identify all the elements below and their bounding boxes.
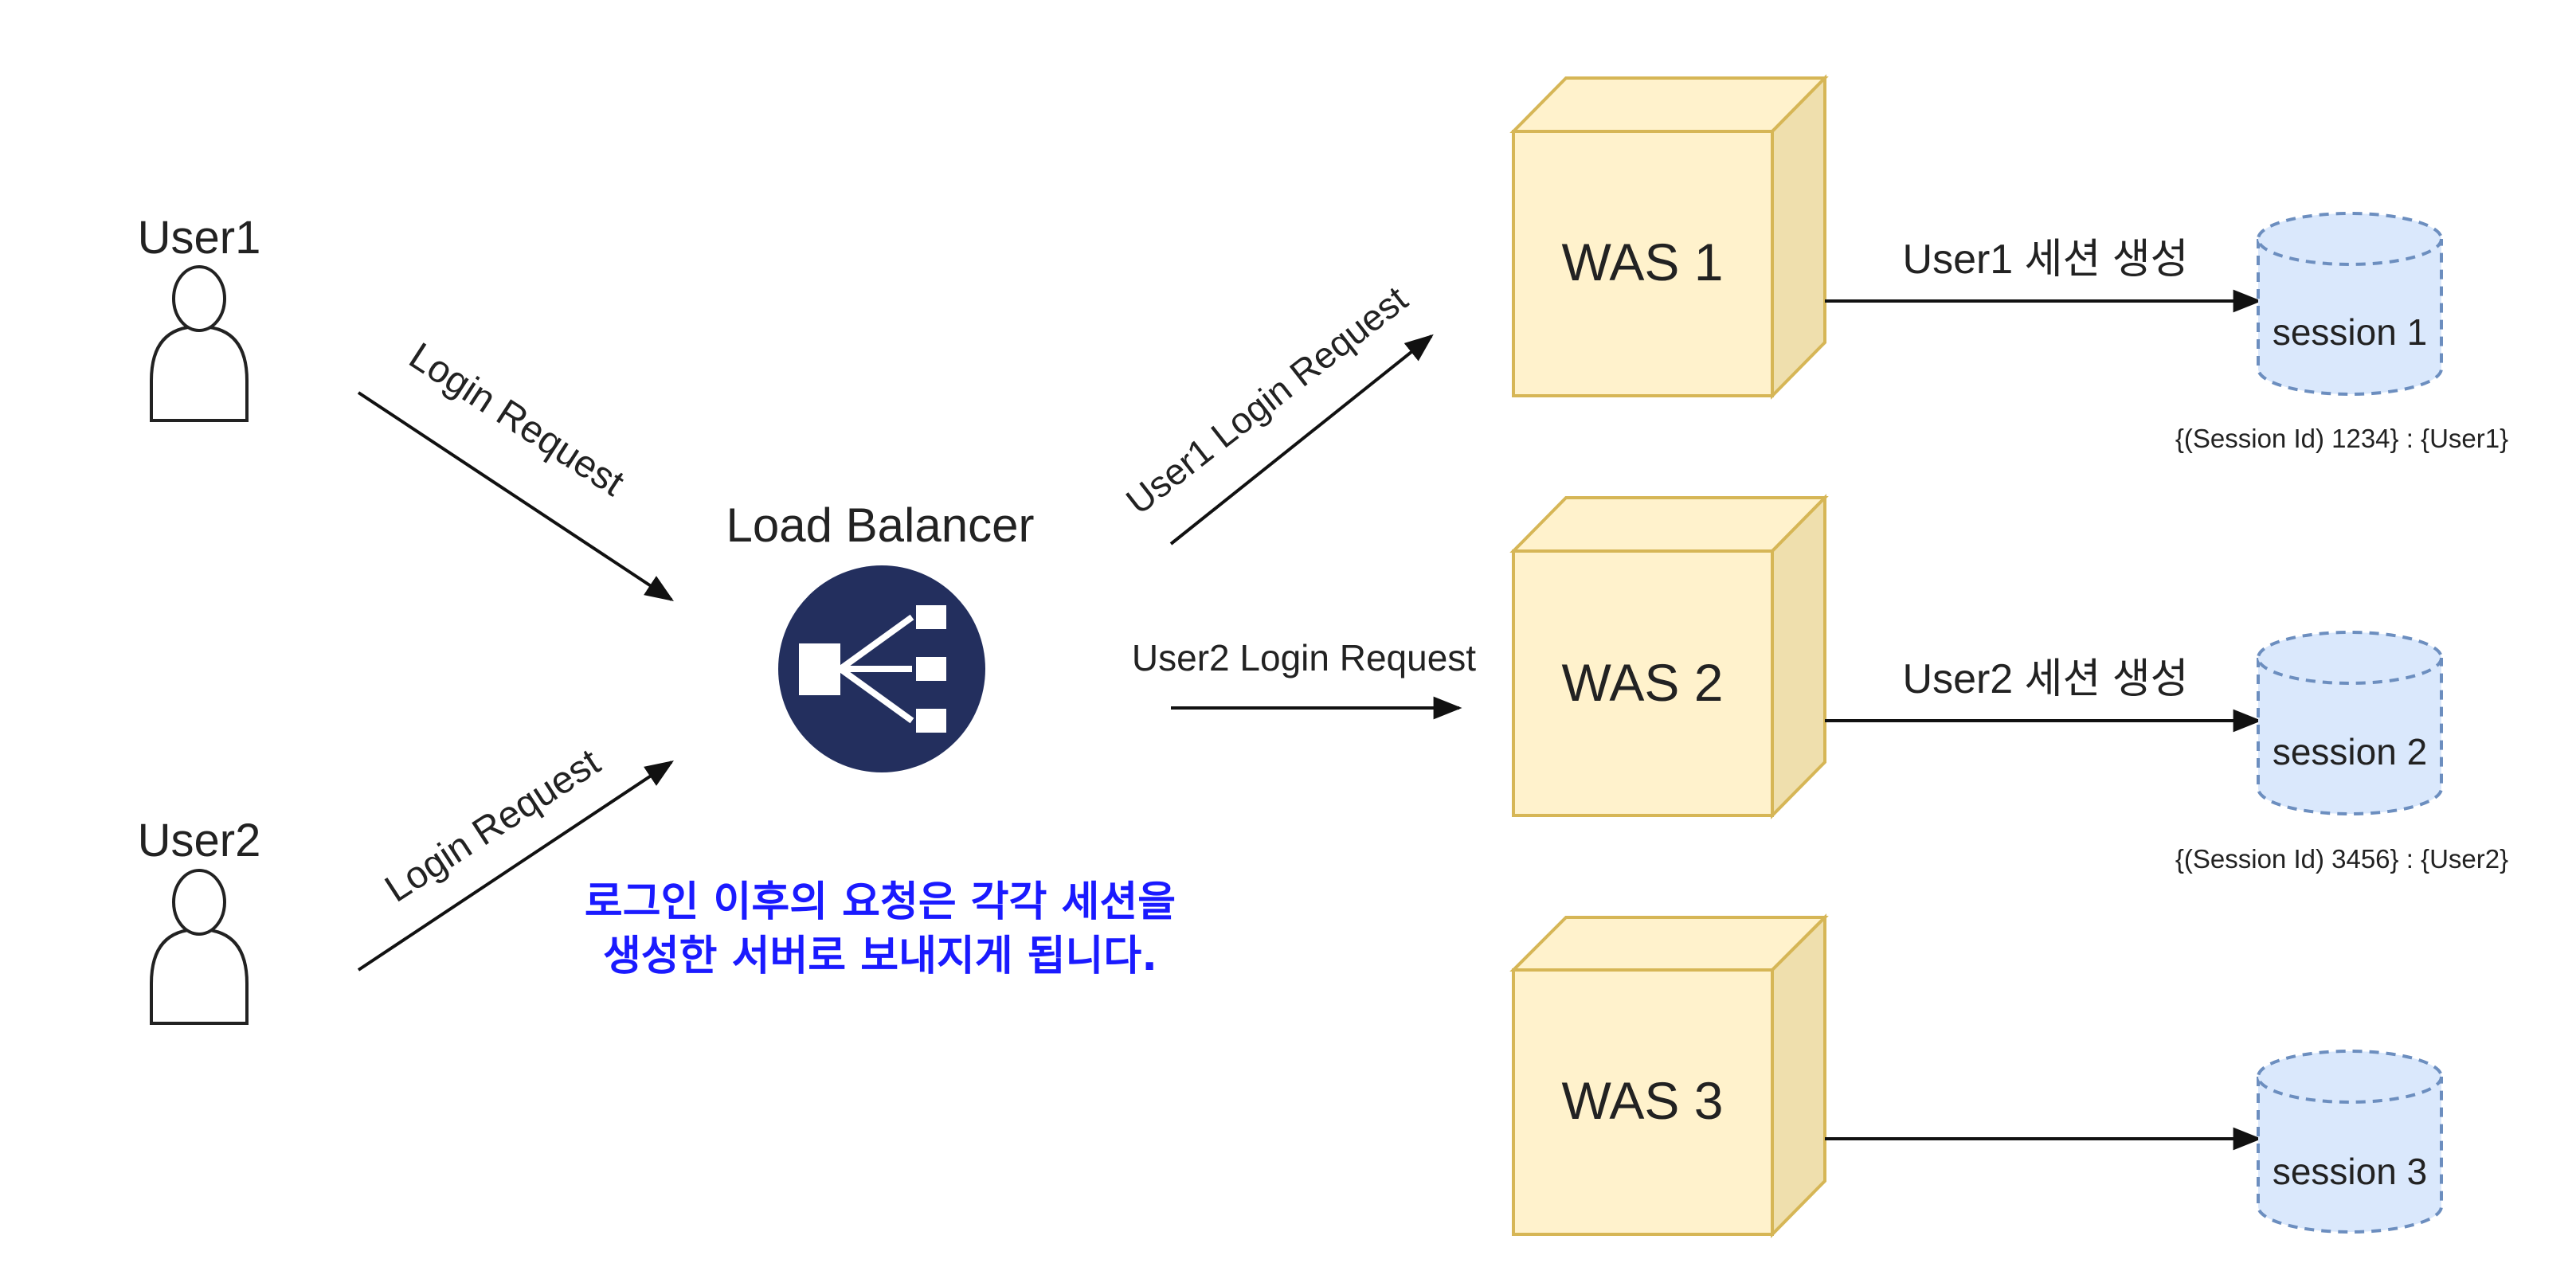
note-line2: 생성한 서버로 보내지게 됩니다.	[603, 933, 1157, 980]
user1-icon	[150, 265, 249, 422]
was1-label: WAS 1	[1562, 233, 1724, 291]
session2-db: session 2	[2257, 631, 2443, 815]
load-balancer-icon	[778, 565, 985, 772]
session3-label: session 3	[2273, 1151, 2427, 1192]
user1-label: User1	[138, 212, 261, 264]
load-balancer-label: Load Balancer	[726, 499, 1035, 552]
was2-session-label: User2 세션 생성	[1903, 656, 2189, 702]
user2-icon	[150, 869, 249, 1025]
user1-login-label: Login Request	[401, 334, 631, 504]
user1-login-arrow	[357, 391, 675, 601]
was1-session-label: User1 세션 생성	[1903, 237, 2189, 283]
was3-label: WAS 3	[1562, 1071, 1724, 1130]
user2-node: User2	[138, 815, 261, 1025]
session1-db: session 1	[2257, 212, 2443, 396]
was2-label: WAS 2	[1562, 653, 1724, 712]
route-user1-arrow	[1169, 334, 1434, 545]
was2-server: WAS 2	[1509, 494, 1829, 819]
was3-server: WAS 3	[1509, 913, 1829, 1238]
session2-label: session 2	[2273, 731, 2427, 772]
session1-note: {(Session Id) 1234} : {User1}	[2175, 424, 2508, 453]
user2-login-arrow	[357, 761, 674, 972]
session1-label: session 1	[2273, 311, 2427, 353]
session2-note: {(Session Id) 3456} : {User2}	[2175, 844, 2508, 874]
was1-server: WAS 1	[1509, 74, 1829, 400]
session3-db: session 3	[2257, 1050, 2443, 1234]
user2-label: User2	[138, 815, 261, 866]
note-line1: 로그인 이후의 요청은 각각 세션을	[585, 878, 1176, 926]
route-user1-label: User1 Login Request	[1118, 278, 1415, 522]
user1-node: User1	[138, 212, 261, 422]
route-user2-label: User2 Login Request	[1132, 637, 1476, 678]
